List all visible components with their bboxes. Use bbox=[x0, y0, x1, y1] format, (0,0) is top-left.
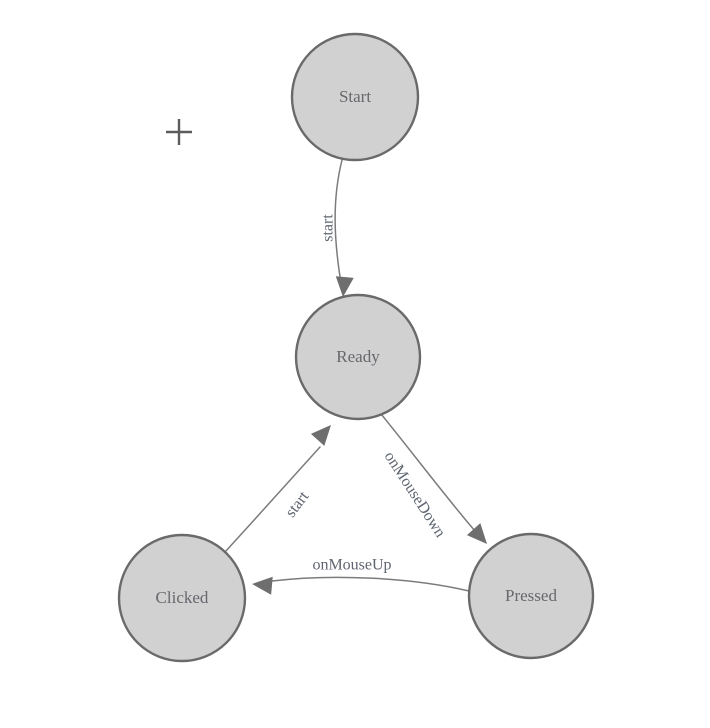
marker-layer bbox=[166, 119, 192, 145]
node-ready[interactable]: Ready bbox=[294, 293, 422, 421]
node-circle[interactable] bbox=[290, 32, 420, 162]
edge-label-start: start bbox=[320, 214, 337, 242]
node-circle[interactable] bbox=[117, 533, 247, 663]
edge-path bbox=[334, 159, 343, 284]
edge-path bbox=[271, 576, 470, 592]
crosshair-icon[interactable] bbox=[166, 119, 192, 145]
node-layer: Start Ready Clicked Pressed bbox=[117, 32, 595, 663]
node-clicked[interactable]: Clicked bbox=[117, 533, 247, 663]
edge-start-to-ready[interactable]: start bbox=[320, 159, 354, 298]
node-pressed[interactable]: Pressed bbox=[467, 532, 595, 660]
arrowhead-icon bbox=[252, 576, 273, 595]
edge-path bbox=[224, 446, 321, 553]
node-start[interactable]: Start bbox=[290, 32, 420, 162]
arrowhead-icon bbox=[335, 276, 354, 297]
arrowhead-icon bbox=[310, 425, 331, 446]
edge-label-start-return: start bbox=[282, 488, 312, 521]
node-circle[interactable] bbox=[467, 532, 595, 660]
arrowhead-icon bbox=[466, 523, 487, 544]
edge-path bbox=[380, 413, 476, 532]
edge-pressed-to-clicked[interactable]: onMouseUp bbox=[251, 557, 470, 595]
edge-label-onmouseup: onMouseUp bbox=[312, 557, 391, 574]
edge-clicked-to-ready[interactable]: start bbox=[224, 419, 338, 553]
edge-label-onmousedown: onMouseDown bbox=[381, 449, 449, 541]
node-circle[interactable] bbox=[294, 293, 422, 421]
edge-ready-to-pressed[interactable]: onMouseDown bbox=[380, 413, 494, 550]
